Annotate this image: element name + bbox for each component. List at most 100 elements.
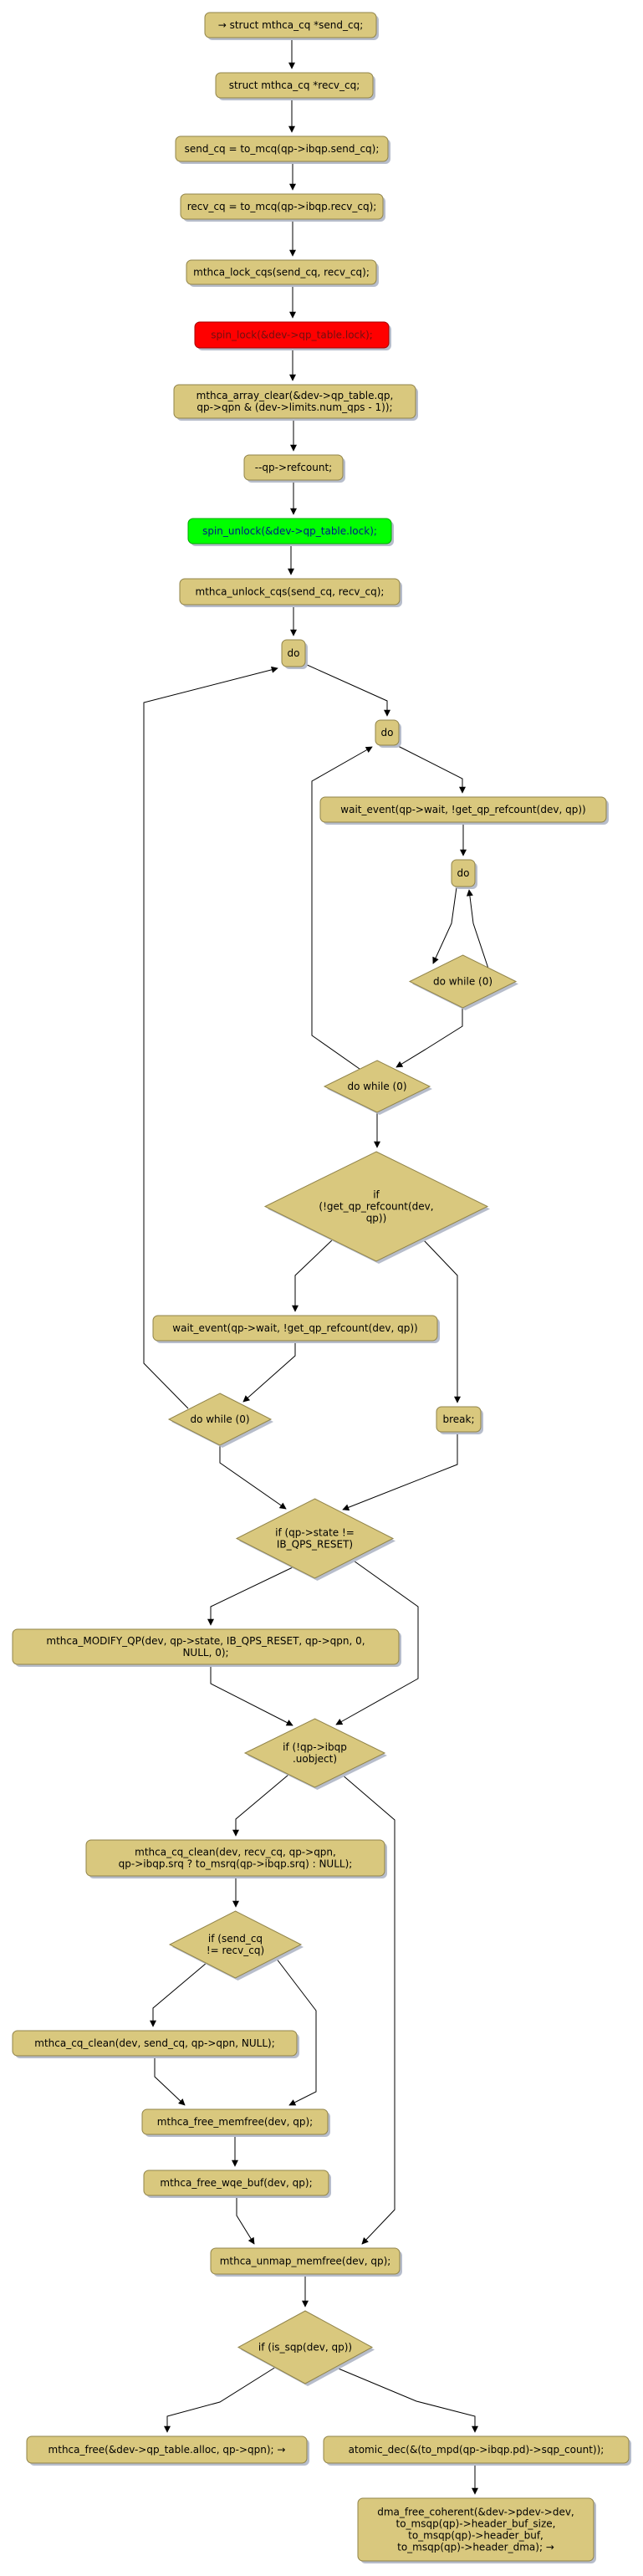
node-if_sendrecv: if (send_cq!= recv_cq) xyxy=(168,1910,304,1981)
node-label: mthca_MODIFY_QP(dev, qp->state, IB_QPS_R… xyxy=(46,1635,365,1659)
node-shape xyxy=(173,384,416,419)
node-shape xyxy=(436,1406,482,1433)
node-shape xyxy=(323,1060,431,1113)
node-spin_lock: spin_lock(&dev->qp_table.lock); xyxy=(194,321,391,350)
edge-if_uobject-to-cq_clean_recv xyxy=(232,1774,289,1837)
node-wait2: wait_event(qp->wait, !get_qp_refcount(de… xyxy=(152,1315,440,1343)
node-label: mthca_unlock_cqs(send_cq, recv_cq); xyxy=(196,586,385,598)
node-label: mthca_array_clear(&dev->qp_table.qp,qp->… xyxy=(196,390,394,413)
node-label: mthca_lock_cqs(send_cq, recv_cq); xyxy=(193,267,370,279)
edge-dw2-to-do2 xyxy=(311,746,373,1070)
edge-cq_clean_send-to-free_memfree xyxy=(154,2057,186,2106)
node-label: do xyxy=(457,867,470,879)
node-label: mthca_cq_clean(dev, send_cq, qp->qpn, NU… xyxy=(34,2037,275,2049)
node-if_refcount: if(!get_qp_refcount(dev,qp)) xyxy=(263,1151,490,1264)
node-do1: do xyxy=(281,639,308,669)
edge-free_wqe-to-unmap_memfree xyxy=(236,2196,255,2245)
node-shape xyxy=(408,954,518,1009)
node-shape xyxy=(12,2030,298,2057)
node-label: do while (0) xyxy=(190,1413,249,1425)
node-shape xyxy=(210,2247,401,2275)
node-shape xyxy=(375,719,400,746)
node-label: do xyxy=(381,727,394,739)
node-shape xyxy=(186,259,377,285)
node-label: spin_unlock(&dev->qp_table.lock); xyxy=(202,525,377,537)
edge-if_sqp-to-free_alloc xyxy=(164,2366,277,2433)
node-dw2: do while (0) xyxy=(323,1060,432,1115)
node-label: if(!get_qp_refcount(dev,qp)) xyxy=(319,1189,433,1224)
edge-if_sqp-to-atomic_dec xyxy=(334,2366,478,2433)
node-start: → struct mthca_cq *send_cq; xyxy=(204,12,379,40)
node-label: recv_cq = to_mcq(qp->ibqp.recv_cq); xyxy=(187,201,377,212)
node-modify_qp: mthca_MODIFY_QP(dev, qp->state, IB_QPS_R… xyxy=(12,1628,401,1667)
node-shape xyxy=(194,321,390,349)
node-label: → struct mthca_cq *send_cq; xyxy=(218,19,364,31)
node-shape xyxy=(180,193,384,220)
node-shape xyxy=(243,454,344,481)
node-unmap_memfree: mthca_unmap_memfree(dev, qp); xyxy=(210,2247,402,2277)
edge-dw1-to-dw2 xyxy=(395,1009,463,1068)
edge-if_refcount-to-brk xyxy=(421,1238,461,1403)
node-shape xyxy=(243,1718,386,1788)
node-label: do while (0) xyxy=(347,1081,406,1092)
node-label: if (qp->state !=IB_QPS_RESET) xyxy=(275,1527,355,1551)
node-shape xyxy=(235,1498,395,1579)
node-wait1: wait_event(qp->wait, !get_qp_refcount(de… xyxy=(319,796,609,825)
node-label: mthca_free_wqe_buf(dev, qp); xyxy=(160,2177,312,2189)
node-shape xyxy=(168,1910,303,1979)
edge-if_state-to-modify_qp xyxy=(207,1567,293,1626)
node-dw1: do while (0) xyxy=(408,954,518,1010)
edge-if_uobject-to-unmap_memfree xyxy=(340,1773,395,2245)
edge-if_sendrecv-to-free_memfree xyxy=(275,1957,317,2106)
edge-dw3-to-do1 xyxy=(143,666,278,1409)
node-cq_clean_recv: mthca_cq_clean(dev, recv_cq, qp->qpn,qp-… xyxy=(85,1839,387,1878)
edge-brk-to-if_state xyxy=(342,1433,458,1511)
node-shape xyxy=(215,72,374,99)
node-recv_decl: struct mthca_cq *recv_cq; xyxy=(215,72,375,100)
node-lock_cqs: mthca_lock_cqs(send_cq, recv_cq); xyxy=(186,259,379,287)
node-shape xyxy=(281,639,306,667)
node-do2: do xyxy=(375,719,401,748)
node-shape xyxy=(187,518,392,544)
node-label: if (!qp->ibqp.uobject) xyxy=(283,1741,347,1765)
node-shape xyxy=(237,2310,374,2384)
edge-do1-to-do2 xyxy=(304,663,390,717)
edge-modify_qp-to-if_uobject xyxy=(210,1665,293,1726)
node-label: wait_event(qp->wait, !get_qp_refcount(de… xyxy=(172,1322,417,1334)
node-shape xyxy=(179,578,401,606)
node-label: atomic_dec(&(to_mpd(qp->ibqp.pd)->sqp_co… xyxy=(349,2444,605,2456)
node-shape xyxy=(319,796,607,823)
node-shape xyxy=(263,1151,489,1262)
node-label: do xyxy=(288,647,300,659)
node-shape xyxy=(451,859,476,887)
node-label: mthca_free(&dev->qp_table.alloc, qp->qpn… xyxy=(48,2444,286,2456)
node-array_clear: mthca_array_clear(&dev->qp_table.qp,qp->… xyxy=(173,384,418,421)
node-label: mthca_unmap_memfree(dev, qp); xyxy=(220,2256,391,2267)
node-shape xyxy=(357,2497,595,2562)
node-shape xyxy=(141,2108,329,2135)
node-do3: do xyxy=(451,859,477,889)
node-label: --qp->refcount; xyxy=(255,462,332,473)
node-label: mthca_cq_clean(dev, recv_cq, qp->qpn,qp-… xyxy=(119,1847,353,1870)
node-shape xyxy=(12,1628,400,1665)
edge-dw1-to-do3 xyxy=(466,889,489,969)
node-if_sqp: if (is_sqp(dev, qp)) xyxy=(237,2310,375,2386)
node-cq_clean_send: mthca_cq_clean(dev, send_cq, qp->qpn, NU… xyxy=(12,2030,299,2058)
node-shape xyxy=(204,12,377,38)
node-recv_assign: recv_cq = to_mcq(qp->ibqp.recv_cq); xyxy=(180,193,385,222)
node-label: wait_event(qp->wait, !get_qp_refcount(de… xyxy=(340,804,585,815)
node-shape xyxy=(167,1393,273,1446)
node-label: mthca_free_memfree(dev, qp); xyxy=(157,2116,313,2128)
node-shape xyxy=(85,1839,385,1877)
node-atomic_dec: atomic_dec(&(to_mpd(qp->ibqp.pd)->sqp_co… xyxy=(323,2435,631,2466)
edge-if_sendrecv-to-cq_clean_send xyxy=(150,1962,207,2027)
node-refcount: --qp->refcount; xyxy=(243,454,345,483)
node-label: dma_free_coherent(&dev->pdev->dev,to_msq… xyxy=(377,2507,574,2553)
node-label: send_cq = to_mcq(qp->ibqp.send_cq); xyxy=(185,143,380,155)
node-shape xyxy=(152,1315,438,1342)
node-shape xyxy=(323,2435,630,2464)
edge-do2-to-wait1 xyxy=(397,745,466,794)
node-label: break; xyxy=(442,1413,474,1425)
node-free_memfree: mthca_free_memfree(dev, qp); xyxy=(141,2108,330,2137)
